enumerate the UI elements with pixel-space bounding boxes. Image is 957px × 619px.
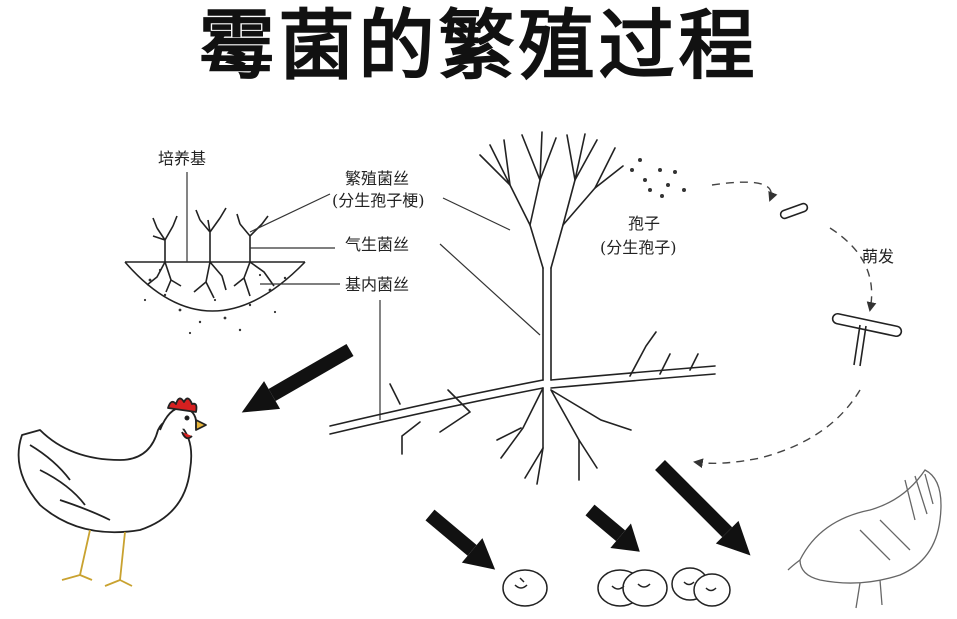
label-medium: 培养基 bbox=[158, 149, 206, 168]
hen-illustration bbox=[17, 397, 207, 587]
spore-dots bbox=[630, 158, 686, 198]
mold-hyphae bbox=[329, 131, 716, 485]
sick-hen-illustration bbox=[787, 469, 942, 609]
label-reproductive-hyphae-sub: (分生孢子梗) bbox=[332, 191, 425, 210]
germinating-spores bbox=[779, 202, 903, 367]
eggs-illustration bbox=[502, 567, 731, 607]
label-substrate-hyphae: 基内菌丝 bbox=[345, 275, 409, 294]
cycle-arrows bbox=[693, 181, 877, 469]
black-arrows bbox=[241, 343, 751, 570]
label-aerial-hyphae: 气生菌丝 bbox=[345, 235, 409, 254]
label-pointers bbox=[186, 172, 541, 420]
label-germination: 萌发 bbox=[862, 247, 894, 266]
label-spore: 孢子 bbox=[628, 214, 660, 233]
label-spore-sub: (分生孢子) bbox=[600, 238, 677, 257]
page-title: 霉菌的繁殖过程 bbox=[198, 1, 759, 90]
culture-dish bbox=[124, 207, 306, 335]
label-reproductive-hyphae: 繁殖菌丝 bbox=[345, 169, 409, 188]
